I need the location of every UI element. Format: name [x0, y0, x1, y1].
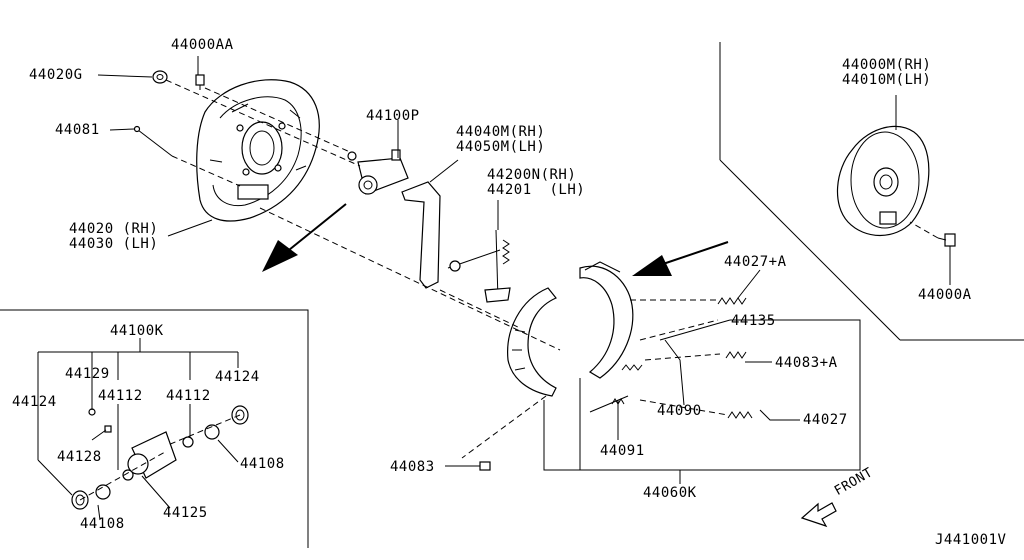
label-lever: 44040M(RH) 44050M(LH) — [456, 125, 545, 155]
brake-shoe-front — [507, 287, 557, 397]
label-adjuster: 44200N(RH) 44201 (LH) — [487, 168, 585, 198]
bolt-44000AA — [195, 74, 205, 90]
label-44020G: 44020G — [29, 67, 83, 83]
clip-44083 — [479, 461, 491, 471]
label-44010M: 44010M(LH) — [842, 72, 932, 88]
brake-shoe-rear — [579, 261, 634, 379]
label-44000A: 44000A — [918, 287, 972, 303]
leader-lines — [37, 56, 951, 521]
adjuster-assembly — [447, 229, 511, 303]
parking-lever — [401, 181, 441, 289]
grommet — [152, 70, 168, 84]
label-44108-right: 44108 — [240, 456, 285, 472]
diagram-code: J441001V — [935, 532, 1007, 548]
label-44083A: 44083+A — [775, 355, 838, 371]
label-44201: 44201 (LH) — [487, 182, 586, 198]
label-44081: 44081 — [55, 122, 100, 138]
spring-44090 — [621, 364, 643, 371]
label-44030: 44030 (LH) — [69, 236, 159, 252]
label-44027: 44027 — [803, 412, 848, 428]
label-44000M: 44000M(RH) — [842, 57, 932, 73]
label-44129: 44129 — [65, 366, 110, 382]
dashed-lines — [79, 79, 939, 501]
label-44124-right: 44124 — [215, 369, 260, 385]
label-44040M: 44040M(RH) — [456, 124, 546, 140]
label-44125: 44125 — [163, 505, 208, 521]
front-arrow-icon — [800, 502, 837, 528]
spring-44027 — [727, 411, 753, 419]
label-44027A: 44027+A — [724, 254, 787, 270]
label-44112-left: 44112 — [98, 388, 143, 404]
backing-plate — [196, 79, 320, 222]
inset-frame — [0, 42, 1024, 548]
direction-arrow-left — [262, 203, 347, 272]
wheel-cylinder — [347, 149, 409, 195]
pin-44081 — [133, 125, 173, 157]
label-44100P: 44100P — [366, 108, 420, 124]
spring-44027A — [717, 297, 747, 305]
label-brake-assembly: 44000M(RH) 44010M(LH) — [842, 58, 931, 88]
label-backing-plate: 44020 (RH) 44030 (LH) — [69, 222, 158, 252]
label-44000AA: 44000AA — [171, 37, 234, 53]
direction-arrow-right — [632, 241, 729, 276]
label-44124-left: 44124 — [12, 394, 57, 410]
spring-44083A — [725, 351, 747, 359]
label-44128: 44128 — [57, 449, 102, 465]
brake-assembly-inset — [837, 125, 930, 236]
label-44100K: 44100K — [110, 323, 164, 339]
bolt-44000A — [937, 233, 956, 247]
label-44090: 44090 — [657, 403, 702, 419]
label-44200N: 44200N(RH) — [487, 167, 577, 183]
label-44091: 44091 — [600, 443, 645, 459]
label-44020: 44020 (RH) — [69, 221, 159, 237]
pin-44091 — [589, 395, 629, 413]
label-44112-right: 44112 — [166, 388, 211, 404]
label-44083: 44083 — [390, 459, 435, 475]
label-44108-left: 44108 — [80, 516, 125, 532]
label-44060K: 44060K — [643, 485, 697, 501]
label-44135: 44135 — [731, 313, 776, 329]
label-44050M: 44050M(LH) — [456, 139, 546, 155]
